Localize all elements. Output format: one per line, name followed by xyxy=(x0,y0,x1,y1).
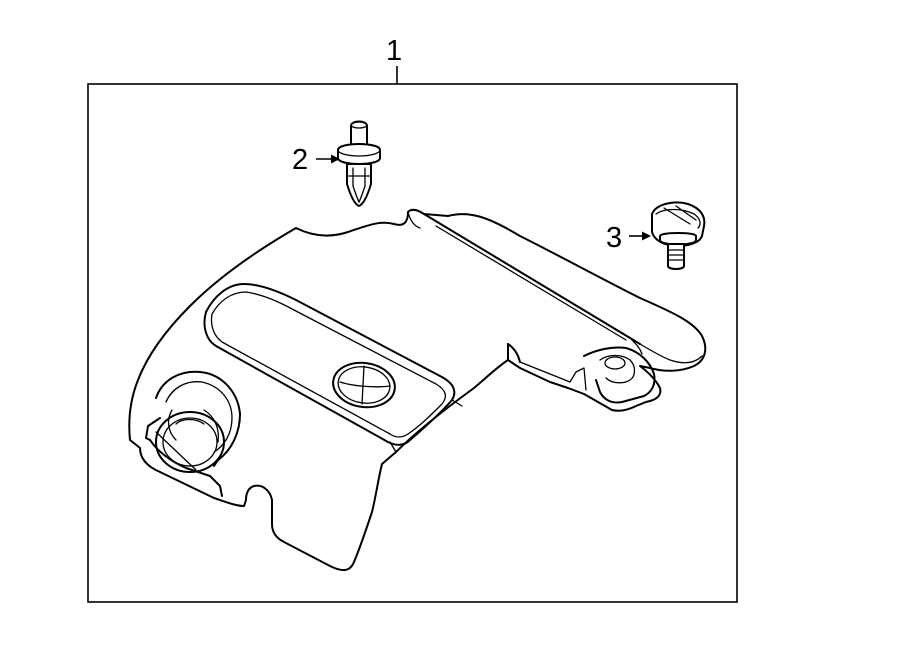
engine-cover-bolt xyxy=(651,201,706,270)
callout-2-label: 2 xyxy=(292,144,308,176)
callout-2-arrow xyxy=(316,154,340,164)
push-pin-retainer xyxy=(337,120,381,207)
assembly-frame xyxy=(87,83,738,603)
callout-3-arrow xyxy=(629,231,651,241)
engine-cover xyxy=(128,208,707,572)
callout-1-label: 1 xyxy=(386,35,402,67)
callout-3-label: 3 xyxy=(606,222,622,254)
